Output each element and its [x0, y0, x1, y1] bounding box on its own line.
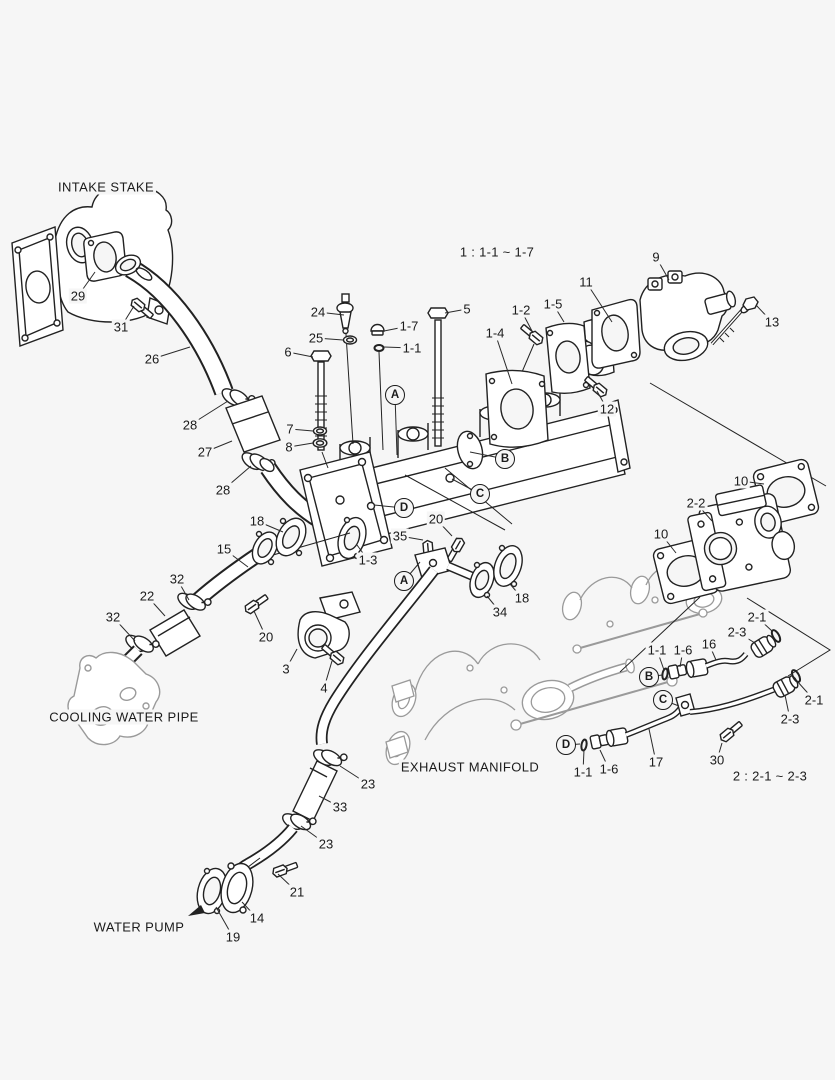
part-callout: 14 — [247, 910, 267, 926]
part-callout: 26 — [142, 351, 162, 367]
part-callout: 29 — [68, 288, 88, 304]
view-marker: C — [653, 690, 673, 710]
cooling-water-pipe-art — [67, 517, 361, 746]
view-marker: A — [385, 385, 405, 405]
part-callout: 5 — [461, 301, 473, 317]
oil-pipes-art — [580, 629, 802, 752]
part-callout: 23 — [358, 776, 378, 792]
part-callout: 21 — [287, 884, 307, 900]
view-marker: C — [470, 484, 490, 504]
part-callout: 1-3 — [356, 552, 380, 568]
bellows-elbow-art — [485, 270, 827, 487]
part-callout: 2-1 — [745, 609, 769, 625]
part-callout: 2-2 — [684, 495, 708, 511]
part-callout: 33 — [330, 799, 350, 815]
view-marker: A — [394, 571, 414, 591]
part-callout: 3 — [280, 661, 292, 677]
part-callout: 28 — [213, 482, 233, 498]
section-label-exhaust-manifold: EXHAUST MANIFOLD — [398, 759, 542, 775]
part-callout: 1-6 — [671, 642, 695, 658]
part-callout: 17 — [646, 754, 666, 770]
part-callout: 31 — [111, 319, 131, 335]
part-callout: 1-4 — [483, 325, 507, 341]
part-callout: 12 — [597, 401, 617, 417]
part-callout: 35 — [390, 528, 410, 544]
part-callout: 4 — [318, 680, 330, 696]
part-callout: 32 — [167, 571, 187, 587]
view-marker: B — [495, 449, 515, 469]
part-callout: 15 — [214, 541, 234, 557]
part-callout: 20 — [256, 629, 276, 645]
range-note-group-2-range: 2 : 2-1 ~ 2-3 — [730, 768, 810, 784]
water-pipe-art — [188, 535, 523, 916]
part-callout: 10 — [731, 473, 751, 489]
part-callout: 1-7 — [397, 318, 421, 334]
section-label-intake-stake: INTAKE STAKE — [55, 179, 157, 195]
part-callout: 1-1 — [571, 764, 595, 780]
part-callout: 27 — [195, 444, 215, 460]
part-callout: 34 — [490, 604, 510, 620]
part-callout: 6 — [282, 344, 294, 360]
part-callout: 18 — [512, 590, 532, 606]
part-callout: 18 — [247, 513, 267, 529]
section-label-cooling-water-pipe: COOLING WATER PIPE — [47, 709, 201, 725]
part-callout: 2-1 — [802, 692, 826, 708]
part-callout: 24 — [308, 304, 328, 320]
part-callout: 2-3 — [778, 711, 802, 727]
part-callout: 1-6 — [597, 761, 621, 777]
part-callout: 2-3 — [725, 624, 749, 640]
exhaust-manifold-art — [385, 564, 723, 766]
part-callout: 9 — [650, 249, 662, 265]
part-callout: 8 — [283, 439, 295, 455]
part-callout: 7 — [284, 421, 296, 437]
view-marker: D — [394, 498, 414, 518]
view-marker: D — [556, 735, 576, 755]
part-callout: 1-1 — [645, 642, 669, 658]
part-callout: 20 — [426, 511, 446, 527]
part-callout: 1-2 — [509, 302, 533, 318]
part-callout: 16 — [699, 636, 719, 652]
range-note-group-1-range: 1 : 1-1 ~ 1-7 — [457, 244, 537, 260]
part-callout: 22 — [137, 588, 157, 604]
part-callout: 10 — [651, 526, 671, 542]
part-callout: 28 — [180, 417, 200, 433]
part-callout: 13 — [762, 314, 782, 330]
part-callout: 1-5 — [541, 296, 565, 312]
egr-valve-art — [619, 458, 831, 677]
part-callout: 1-1 — [400, 340, 424, 356]
part-callout: 32 — [103, 609, 123, 625]
section-label-water-pump: WATER PUMP — [91, 919, 187, 935]
part-callout: 23 — [316, 836, 336, 852]
part-callout: 30 — [707, 752, 727, 768]
part-callout: 25 — [306, 330, 326, 346]
part-callout: 11 — [577, 274, 595, 290]
view-marker: B — [639, 667, 659, 687]
part-callout: 19 — [223, 929, 243, 945]
